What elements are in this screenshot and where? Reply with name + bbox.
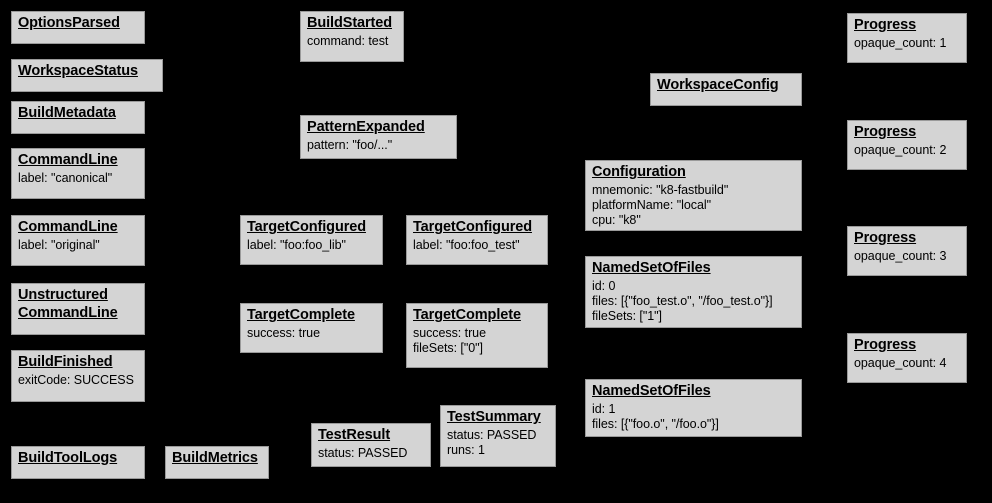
- node-fields: status: PASSED runs: 1: [447, 427, 537, 457]
- node-fields: exitCode: SUCCESS: [18, 372, 134, 387]
- node-command-line-original[interactable]: CommandLine label: "original": [11, 215, 145, 266]
- node-fields: label: "foo:foo_test": [413, 237, 520, 252]
- node-progress-4[interactable]: Progress opaque_count: 4: [847, 333, 967, 383]
- node-fields: id: 0 files: [{"foo_test.o", "/foo_test.…: [592, 278, 773, 324]
- node-fields: success: true: [247, 325, 320, 340]
- node-fields: success: true fileSets: ["0"]: [413, 325, 486, 355]
- node-title: Unstructured CommandLine: [18, 287, 118, 321]
- node-title: NamedSetOfFiles: [592, 260, 711, 276]
- node-named-set-of-files-1[interactable]: NamedSetOfFiles id: 1 files: [{"foo.o", "…: [585, 379, 802, 437]
- node-build-tool-logs[interactable]: BuildToolLogs: [11, 446, 145, 479]
- node-progress-2[interactable]: Progress opaque_count: 2: [847, 120, 967, 170]
- node-fields: opaque_count: 1: [854, 35, 947, 50]
- node-title: PatternExpanded: [307, 119, 425, 135]
- node-title: TestResult: [318, 427, 391, 443]
- node-pattern-expanded[interactable]: PatternExpanded pattern: "foo/...": [300, 115, 457, 159]
- node-progress-3[interactable]: Progress opaque_count: 3: [847, 226, 967, 276]
- node-title: TargetConfigured: [413, 219, 532, 235]
- node-fields: opaque_count: 2: [854, 142, 947, 157]
- node-title: WorkspaceConfig: [657, 77, 779, 93]
- node-named-set-of-files-0[interactable]: NamedSetOfFiles id: 0 files: [{"foo_test.…: [585, 256, 802, 328]
- node-title: BuildFinished: [18, 354, 113, 370]
- node-title: WorkspaceStatus: [18, 63, 138, 79]
- node-fields: id: 1 files: [{"foo.o", "/foo.o"}]: [592, 401, 719, 431]
- node-title: Progress: [854, 337, 917, 353]
- node-build-metrics[interactable]: BuildMetrics: [165, 446, 269, 479]
- node-title: CommandLine: [18, 219, 118, 235]
- node-title: BuildMetrics: [172, 450, 258, 466]
- node-title: Progress: [854, 230, 917, 246]
- node-title: BuildToolLogs: [18, 450, 118, 466]
- node-fields: mnemonic: "k8-fastbuild" platformName: "…: [592, 182, 729, 228]
- node-command-line-canonical[interactable]: CommandLine label: "canonical": [11, 148, 145, 199]
- node-fields: opaque_count: 3: [854, 248, 947, 263]
- node-workspace-config[interactable]: WorkspaceConfig: [650, 73, 802, 106]
- node-title: Progress: [854, 17, 917, 33]
- node-title: Configuration: [592, 164, 686, 180]
- node-options-parsed[interactable]: OptionsParsed: [11, 11, 145, 44]
- node-target-configured-foo-test[interactable]: TargetConfigured label: "foo:foo_test": [406, 215, 548, 265]
- node-fields: pattern: "foo/...": [307, 137, 393, 152]
- node-configuration[interactable]: Configuration mnemonic: "k8-fastbuild" pl…: [585, 160, 802, 231]
- node-test-summary[interactable]: TestSummary status: PASSED runs: 1: [440, 405, 556, 467]
- node-title: TargetComplete: [247, 307, 355, 323]
- node-test-result[interactable]: TestResult status: PASSED: [311, 423, 431, 467]
- node-progress-1[interactable]: Progress opaque_count: 1: [847, 13, 967, 63]
- node-title: OptionsParsed: [18, 15, 120, 31]
- node-fields: command: test: [307, 33, 389, 48]
- node-fields: label: "canonical": [18, 170, 113, 185]
- node-unstructured-command-line[interactable]: Unstructured CommandLine: [11, 283, 145, 335]
- node-target-configured-foo-lib[interactable]: TargetConfigured label: "foo:foo_lib": [240, 215, 383, 265]
- node-fields: status: PASSED: [318, 445, 408, 460]
- node-fields: opaque_count: 4: [854, 355, 947, 370]
- node-title: TargetConfigured: [247, 219, 366, 235]
- node-build-finished[interactable]: BuildFinished exitCode: SUCCESS: [11, 350, 145, 402]
- node-workspace-status[interactable]: WorkspaceStatus: [11, 59, 163, 92]
- node-title: BuildMetadata: [18, 105, 116, 121]
- node-target-complete-foo-test[interactable]: TargetComplete success: true fileSets: ["…: [406, 303, 548, 368]
- node-build-started[interactable]: BuildStarted command: test: [300, 11, 404, 62]
- node-build-metadata[interactable]: BuildMetadata: [11, 101, 145, 134]
- node-title: NamedSetOfFiles: [592, 383, 711, 399]
- node-title: BuildStarted: [307, 15, 393, 31]
- node-title: TargetComplete: [413, 307, 521, 323]
- node-title: TestSummary: [447, 409, 541, 425]
- node-fields: label: "original": [18, 237, 100, 252]
- node-fields: label: "foo:foo_lib": [247, 237, 346, 252]
- node-title: Progress: [854, 124, 917, 140]
- node-target-complete-foo-lib[interactable]: TargetComplete success: true: [240, 303, 383, 353]
- node-title: CommandLine: [18, 152, 118, 168]
